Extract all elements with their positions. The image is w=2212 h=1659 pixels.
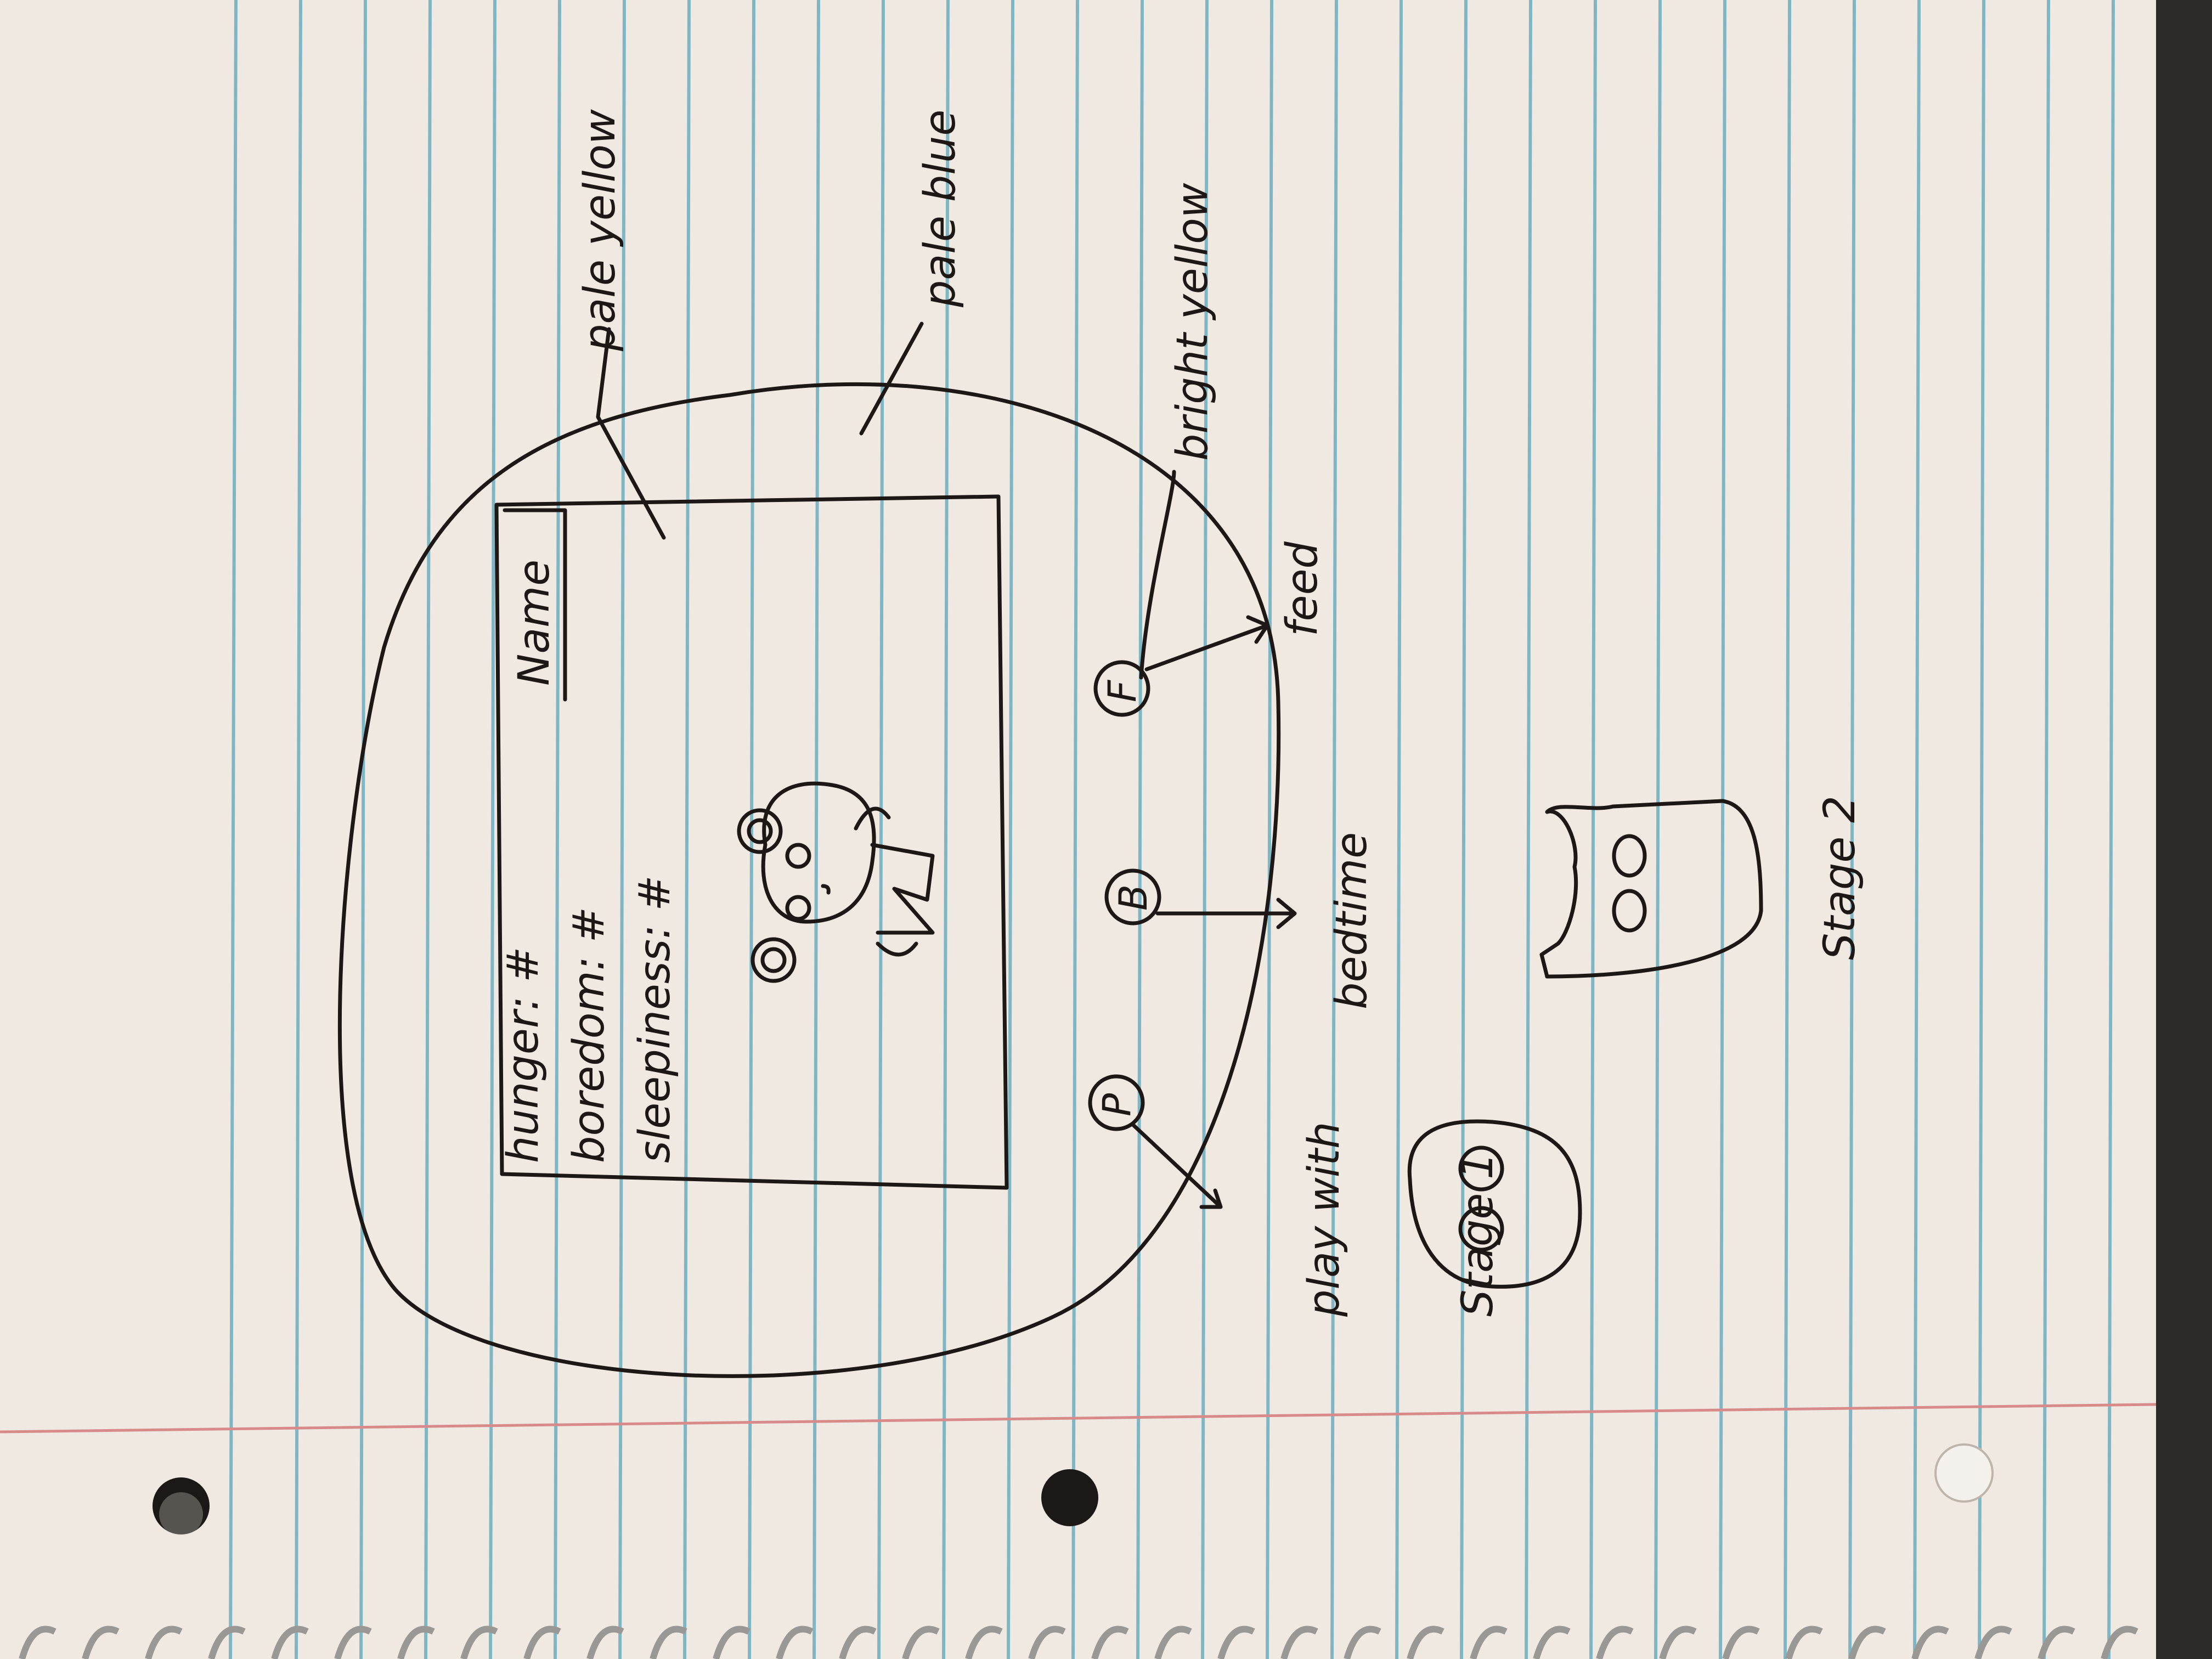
note-button-color: bright yellow bbox=[1168, 183, 1217, 461]
ruled-lines bbox=[229, 0, 2115, 1659]
arrow-bedtime bbox=[1155, 898, 1297, 929]
name-label: Name bbox=[510, 560, 559, 686]
arrow-feed bbox=[1144, 615, 1269, 672]
leader-screen bbox=[596, 327, 666, 540]
feed-button-outline bbox=[1093, 660, 1150, 717]
button-letter-b: B bbox=[1111, 884, 1156, 911]
button-letter-f: F bbox=[1100, 679, 1145, 702]
device-outline bbox=[337, 382, 1281, 1378]
punch-holes bbox=[153, 1443, 1994, 1536]
stat-hunger: hunger: # bbox=[499, 947, 548, 1163]
label-bedtime: bedtime bbox=[1327, 832, 1376, 1009]
stage2-label: Stage 2 bbox=[1815, 795, 1865, 960]
button-letter-p: P bbox=[1094, 1093, 1139, 1116]
stat-boredom: boredom: # bbox=[565, 907, 614, 1163]
leader-buttons bbox=[1139, 470, 1176, 680]
stat-sleepiness: sleepiness: # bbox=[630, 875, 680, 1163]
spiral-binding bbox=[19, 1626, 2138, 1659]
label-feed: feed bbox=[1278, 541, 1327, 636]
note-screen-color: pale yellow bbox=[575, 109, 625, 352]
label-play-with: play with bbox=[1300, 1122, 1349, 1317]
screen-outline bbox=[494, 494, 1009, 1190]
name-box bbox=[503, 508, 567, 702]
note-body-color: pale blue bbox=[916, 110, 965, 308]
pet-drawing bbox=[737, 781, 935, 983]
leader-body bbox=[859, 321, 924, 436]
stage2-drawing bbox=[1539, 799, 1763, 979]
stage1-drawing bbox=[1407, 1119, 1582, 1289]
background-edge bbox=[2156, 0, 2212, 1659]
margin-line bbox=[0, 1403, 2157, 1434]
stage1-label: Stage 1 bbox=[1453, 1152, 1503, 1317]
bedtime-button-outline bbox=[1104, 868, 1161, 926]
arrow-play bbox=[1131, 1122, 1223, 1209]
play-button-outline bbox=[1088, 1074, 1145, 1131]
